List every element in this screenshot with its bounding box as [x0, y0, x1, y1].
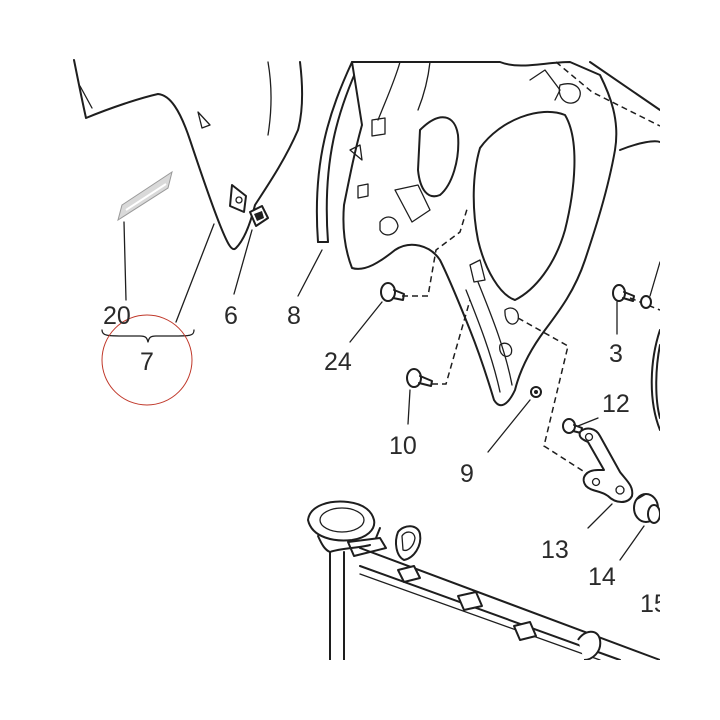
trim-strip[interactable] — [315, 61, 361, 243]
callout-10[interactable]: 10 — [389, 432, 417, 460]
crop-mask-right — [660, 0, 720, 720]
inner-fairing[interactable] — [342, 61, 618, 407]
callout-13[interactable]: 13 — [541, 536, 569, 564]
callout-leaders — [123, 221, 661, 561]
leader-dashed-lines — [402, 61, 661, 479]
grommet-14[interactable] — [633, 493, 661, 524]
fairing-panel[interactable] — [73, 59, 304, 250]
radiator[interactable] — [307, 500, 661, 661]
callout-14[interactable]: 14 — [588, 563, 616, 591]
callout-24[interactable]: 24 — [324, 348, 352, 376]
nut-9[interactable] — [530, 386, 542, 398]
callout-20[interactable]: 20 — [103, 302, 131, 330]
clip-part[interactable] — [249, 205, 269, 227]
screw-24[interactable] — [380, 282, 405, 302]
side-panel-right[interactable] — [589, 61, 661, 431]
callout-8[interactable]: 8 — [287, 302, 301, 330]
group-brace — [101, 329, 195, 343]
screw-10[interactable] — [406, 368, 433, 388]
screw-3[interactable] — [612, 284, 652, 309]
callout-3[interactable]: 3 — [609, 340, 623, 368]
sticker-decal[interactable] — [117, 170, 173, 222]
callout-12[interactable]: 12 — [602, 390, 630, 418]
callout-7[interactable]: 7 — [140, 348, 154, 376]
bracket-13[interactable] — [578, 427, 634, 503]
callout-9[interactable]: 9 — [460, 460, 474, 488]
highlight-circle — [101, 314, 193, 406]
callout-6[interactable]: 6 — [224, 302, 238, 330]
crop-mask-bottom — [0, 660, 720, 720]
